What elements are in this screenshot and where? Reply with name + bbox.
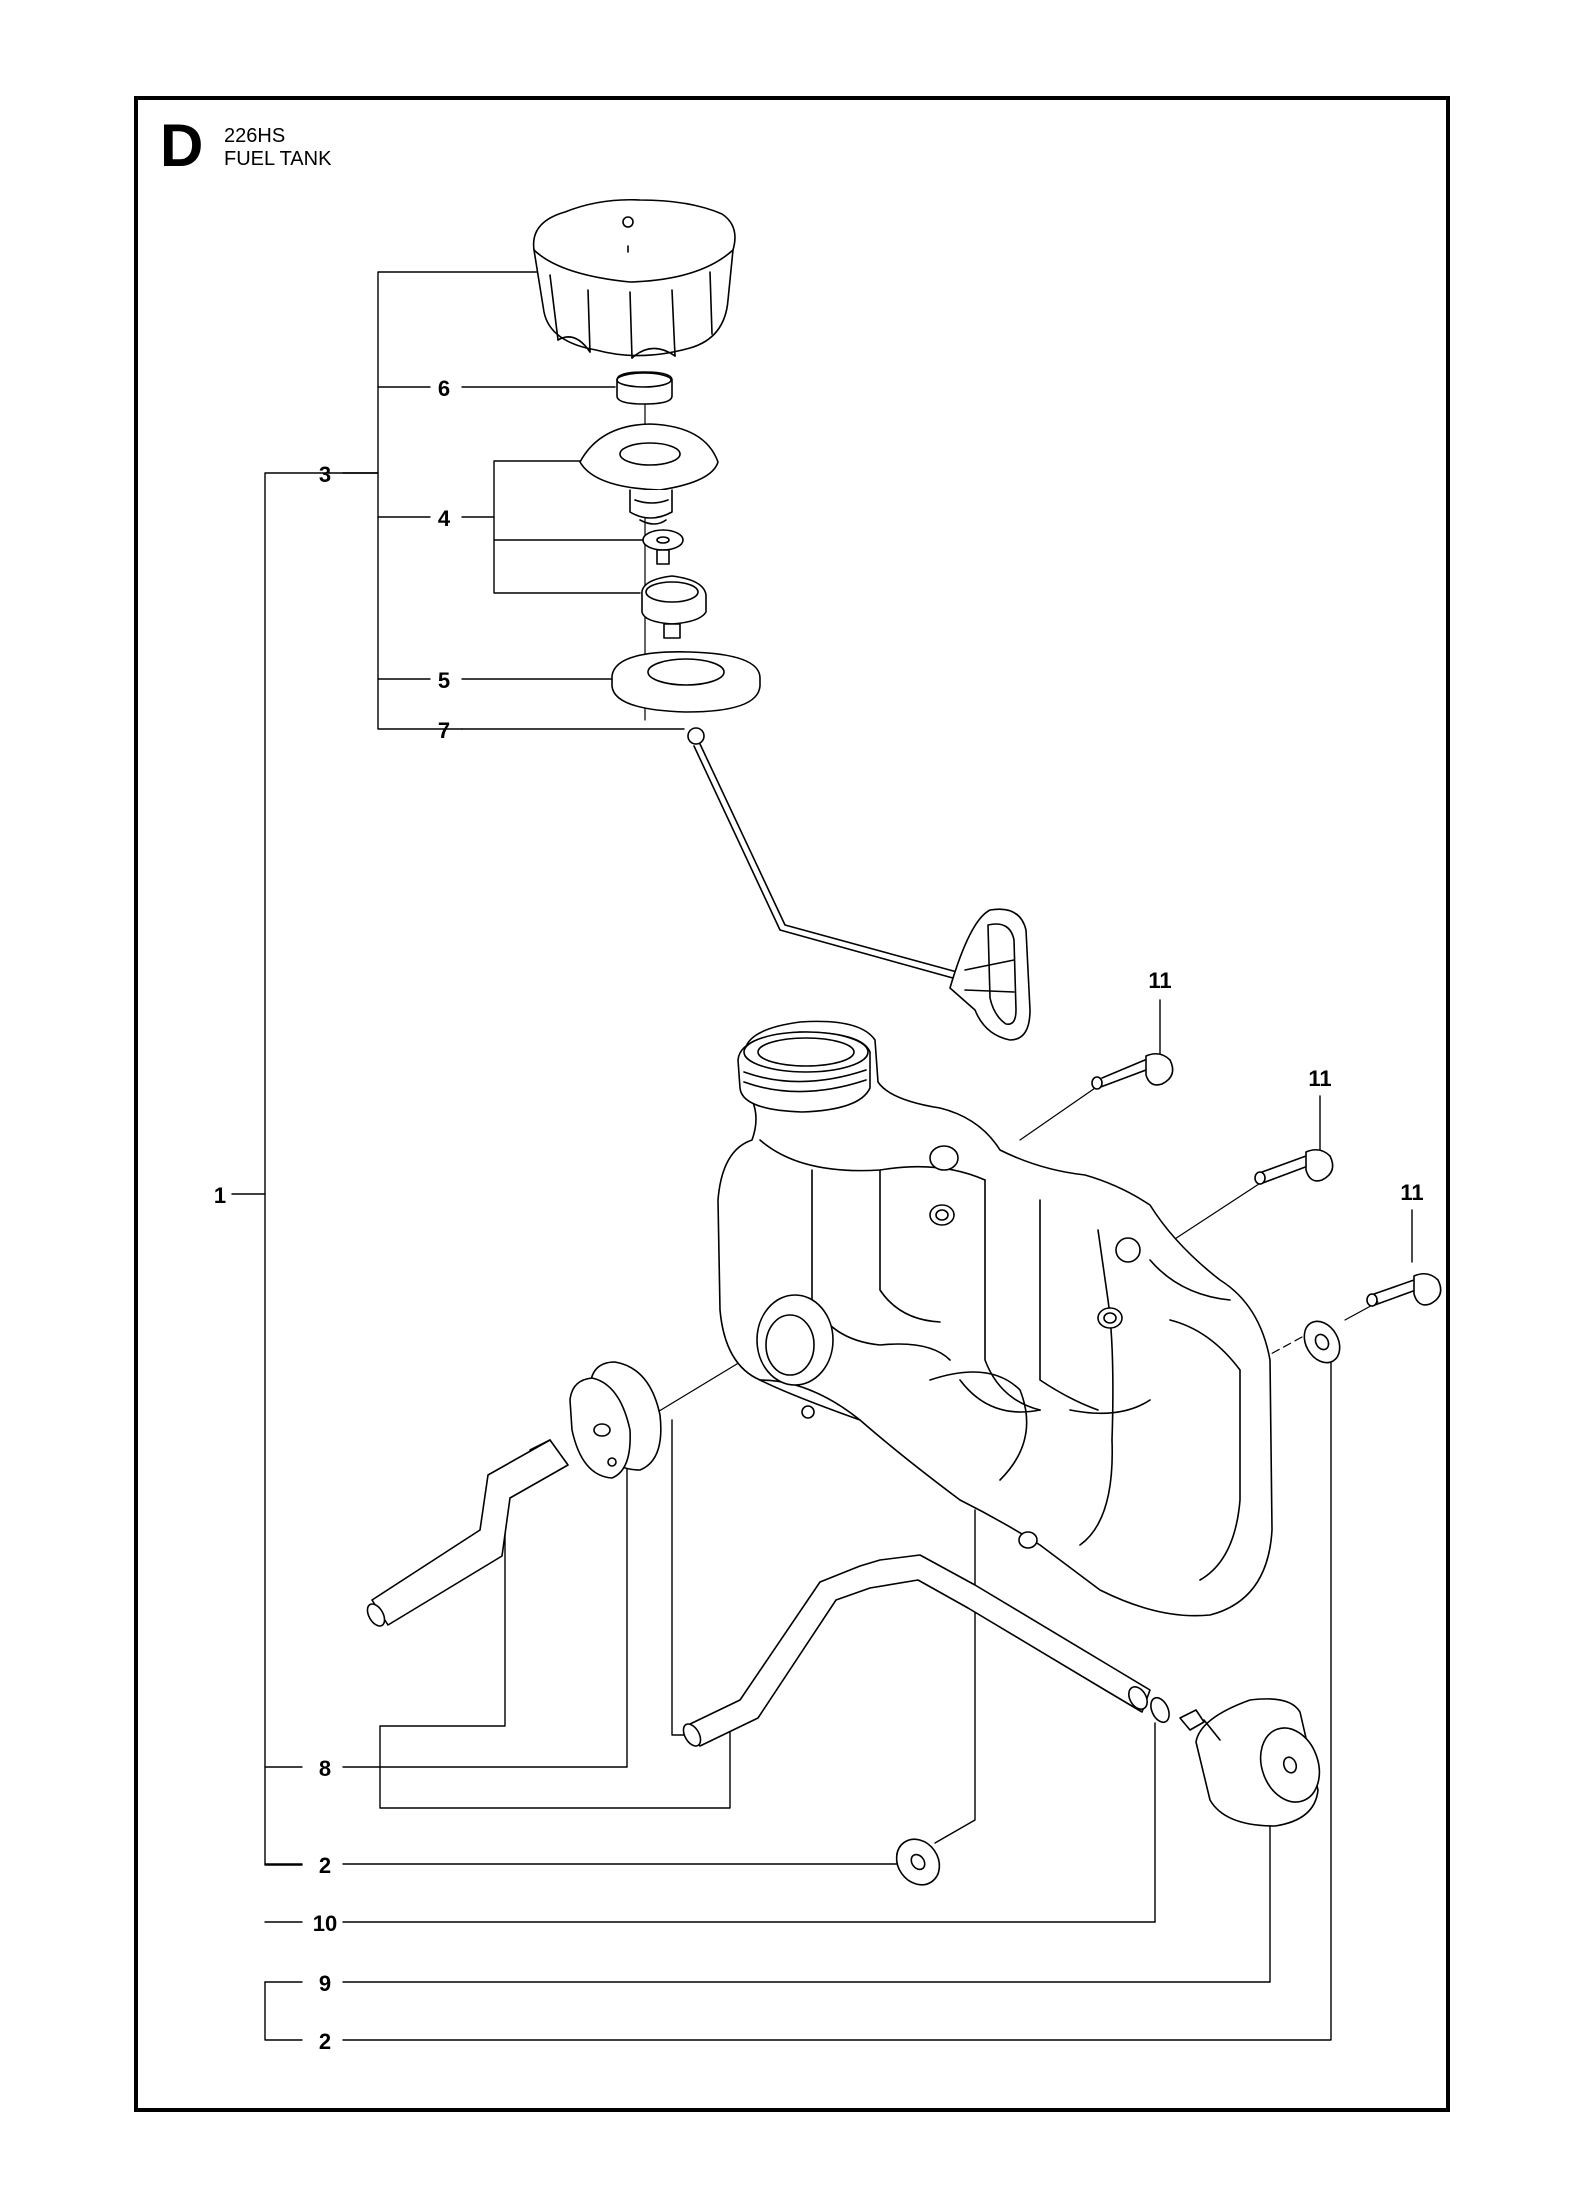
callout-11-top: 11 [1148,968,1171,993]
callout-6: 6 [438,376,450,401]
callout-1: 1 [214,1183,226,1208]
callout-4: 4 [438,506,451,531]
callout-8: 8 [319,1756,331,1781]
washer [895,1838,941,1886]
callout-9: 9 [319,1971,331,1996]
bolt [1091,1052,1174,1090]
valve-assembly [579,423,719,639]
model-number: 226HS [224,125,286,147]
callout-2-washer-right: 2 [319,2029,331,2054]
cap-pad [616,371,673,405]
callout-11-middle: 11 [1308,1066,1331,1091]
callout-7: 7 [438,718,450,743]
retainer-strap [687,727,1031,1041]
diagram-frame [134,96,1450,2112]
callout-5: 5 [438,668,450,693]
callout-10: 10 [313,1911,337,1936]
callout-11-bottom: 11 [1400,1180,1423,1205]
assembly-title: FUEL TANK [224,148,332,170]
fuel-tank [717,1020,1273,1617]
gasket-ring [611,651,761,713]
leader-lines [231,271,1413,2041]
fuel-filter [1179,1698,1321,1827]
fuel-cap [532,198,736,359]
fuel-hose [682,1554,1151,1747]
grommet [569,1361,662,1479]
section-letter: D [160,112,204,179]
callout-3: 3 [319,462,331,487]
bolt [1254,1148,1334,1185]
fuel-hose [366,1439,569,1627]
washer [1303,1320,1341,1364]
bolt [1366,1272,1442,1307]
hose-clip [1150,1696,1170,1724]
callout-2-washer-lower: 2 [319,1853,331,1878]
callout-labels: 6 3 4 5 7 1 8 2 10 9 2 11 11 11 [214,376,1424,2054]
